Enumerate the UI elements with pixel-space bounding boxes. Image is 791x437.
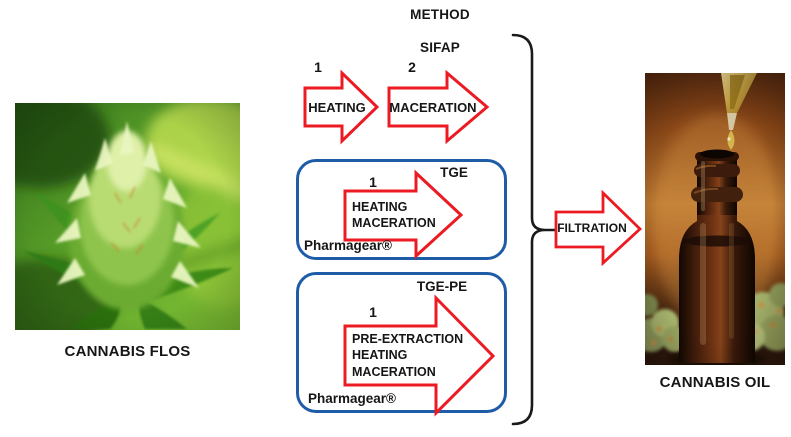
block-arrow-right-icon [387, 69, 490, 145]
cannabis-oil-photo [645, 73, 785, 365]
tge-process-arrow: HEATING MACERATION [343, 169, 464, 260]
cannabis-oil-caption: CANNABIS OIL [659, 374, 771, 391]
block-arrow-right-icon [343, 294, 496, 417]
tge-process-line: MACERATION [352, 215, 436, 230]
tge-pe-process-line: MACERATION [352, 364, 436, 379]
cannabis-flos-caption: CANNABIS FLOS [64, 343, 191, 360]
block-arrow-right-icon [343, 169, 464, 260]
tge-brand-label: Pharmagear® [304, 238, 392, 253]
tge-pe-method-box: TGE-PE 1 PRE-EXTRACTION HEATING MACERATI… [296, 272, 507, 417]
block-arrow-right-icon [303, 69, 380, 145]
sifap-method-name: SIFAP [419, 40, 460, 55]
filtration-label: FILTRATION [557, 221, 627, 235]
tge-process-line: HEATING [352, 200, 408, 214]
tge-pe-process-arrow: PRE-EXTRACTION HEATING MACERATION [343, 294, 496, 417]
heating-step-arrow: HEATING [303, 69, 380, 145]
tge-method-box: TGE 1 HEATING MACERATION Pharmagear® [296, 159, 507, 260]
filtration-arrow: FILTRATION [553, 189, 643, 267]
tge-method-name: TGE [440, 165, 468, 180]
sifap-step1-number: 1 [314, 59, 322, 75]
block-arrow-right-icon [554, 189, 643, 267]
tge-pe-process-line: PRE-EXTRACTION [352, 331, 464, 346]
maceration-step-label: MACERATION [389, 99, 477, 115]
maceration-step-arrow: MACERATION [387, 69, 490, 145]
tge-pe-brand-label: Pharmagear® [308, 391, 396, 406]
cannabis-flos-photo [15, 103, 240, 330]
cannabis-bud-illustration [15, 103, 240, 330]
heating-step-label: HEATING [308, 99, 366, 115]
tge-pe-method-name: TGE-PE [416, 279, 468, 294]
tge-pe-step-number: 1 [369, 304, 377, 320]
sifap-step2-number: 2 [408, 59, 416, 75]
oil-bottle-illustration [645, 73, 785, 365]
method-title: METHOD [410, 7, 470, 22]
curly-brace-icon [511, 33, 558, 426]
tge-step-number: 1 [369, 174, 377, 190]
tge-pe-process-line: HEATING [352, 348, 408, 363]
